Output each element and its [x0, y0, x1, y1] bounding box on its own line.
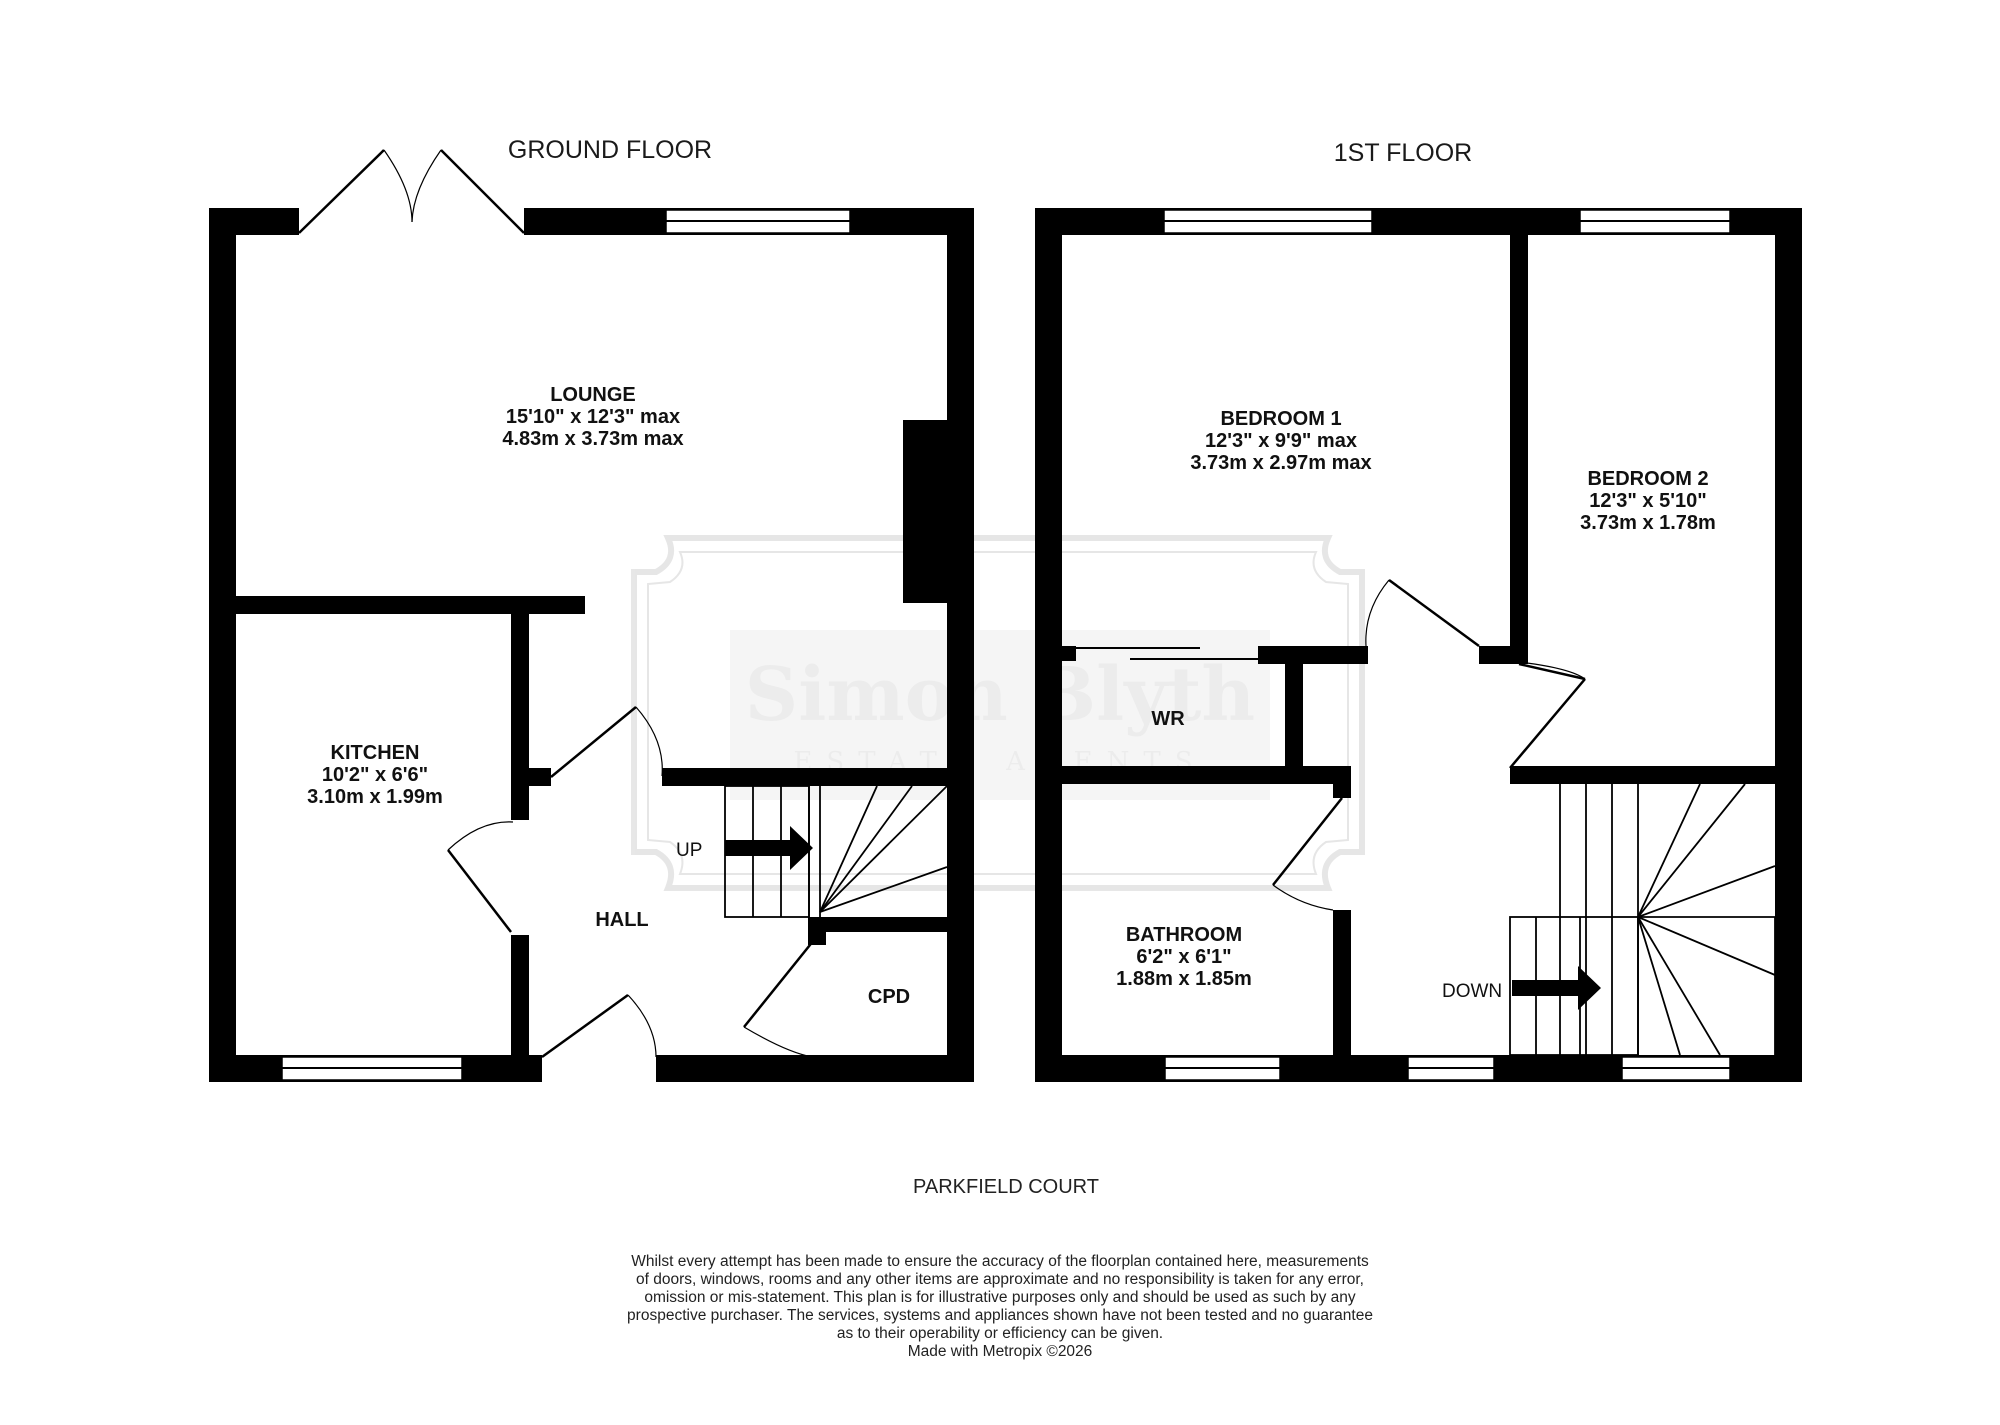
bathroom-label: BATHROOM [1126, 924, 1242, 946]
gf-stairs-up-arrow [725, 826, 813, 870]
watermark: Simon Blyth ESTATE AGENTS [631, 535, 1365, 891]
bedroom1-dims-metric: 3.73m x 2.97m max [1190, 452, 1371, 474]
ff-wall-left [1035, 208, 1062, 1081]
hall-label: HALL [595, 909, 648, 931]
disclaimer-line: prospective purchaser. The services, sys… [627, 1307, 1373, 1324]
bedroom2-dims-metric: 3.73m x 1.78m [1580, 512, 1716, 534]
kitchen-dims-metric: 3.10m x 1.99m [307, 786, 443, 808]
disclaimer-line: Whilst every attempt has been made to en… [631, 1253, 1369, 1270]
bedroom1-label: BEDROOM 1 [1220, 408, 1341, 430]
lounge-dims-metric: 4.83m x 3.73m max [502, 428, 683, 450]
gf-wall-left [209, 208, 236, 1081]
ff-wall-bed1-bed2 [1510, 235, 1528, 659]
disclaimer-line: as to their operability or efficiency ca… [836, 1325, 1164, 1342]
first-floor-title: 1ST FLOOR [1334, 139, 1472, 167]
watermark-name: Simon Blyth [745, 652, 1255, 738]
credit-line: Made with Metropix ©2026 [907, 1343, 1093, 1360]
disclaimer-line: of doors, windows, rooms and any other i… [635, 1271, 1364, 1288]
ground-floor-title: GROUND FLOOR [508, 136, 712, 164]
ff-wall-bathroom-landing [1333, 910, 1351, 1055]
gf-chimney-breast [903, 420, 947, 603]
first-floor-plan [1035, 208, 1802, 1082]
bedroom2-label: BEDROOM 2 [1587, 468, 1708, 490]
kitchen-label: KITCHEN [331, 742, 420, 764]
stairs-up-label: UP [676, 840, 702, 861]
gf-wall-kitchen-hall-upper [511, 614, 529, 820]
ff-staircase [1509, 783, 1776, 1056]
bathroom-dims-imperial: 6'2" x 6'1" [1136, 946, 1231, 968]
lounge-dims-imperial: 15'10" x 12'3" max [506, 406, 680, 428]
ff-wall-right [1775, 208, 1802, 1081]
gf-staircase [724, 785, 948, 918]
disclaimer-line: omission or mis-statement. This plan is … [644, 1289, 1356, 1306]
ff-wall-wr-bathroom [1062, 766, 1351, 784]
stairs-down-label: DOWN [1442, 981, 1502, 1002]
gf-wall-cpd-top [818, 917, 947, 932]
gf-wall-stair-top [662, 768, 947, 786]
kitchen-dims-imperial: 10'2" x 6'6" [322, 764, 428, 786]
address-caption: PARKFIELD COURT [913, 1176, 1099, 1198]
ff-wardrobe-wall [1285, 664, 1303, 772]
gf-wall-lounge-kitchen [236, 596, 585, 614]
ff-wall-bed2-bottom [1510, 766, 1775, 784]
bathroom-dims-metric: 1.88m x 1.85m [1116, 968, 1252, 990]
cupboard-label: CPD [868, 986, 910, 1008]
gf-wall-right [947, 208, 974, 1081]
gf-wall-kitchen-hall-lower [511, 935, 529, 1055]
wardrobe-label: WR [1151, 708, 1185, 730]
disclaimer: Whilst every attempt has been made to en… [560, 1253, 1440, 1361]
bedroom2-dims-imperial: 12'3" x 5'10" [1589, 490, 1706, 512]
gf-wall-bottom-right [656, 1055, 974, 1082]
ground-floor-plan [209, 149, 974, 1082]
ff-stairs-down-arrow [1512, 966, 1601, 1010]
gf-wall-top-left [209, 208, 299, 235]
lounge-label: LOUNGE [550, 384, 636, 406]
bedroom1-dims-imperial: 12'3" x 9'9" max [1205, 430, 1357, 452]
